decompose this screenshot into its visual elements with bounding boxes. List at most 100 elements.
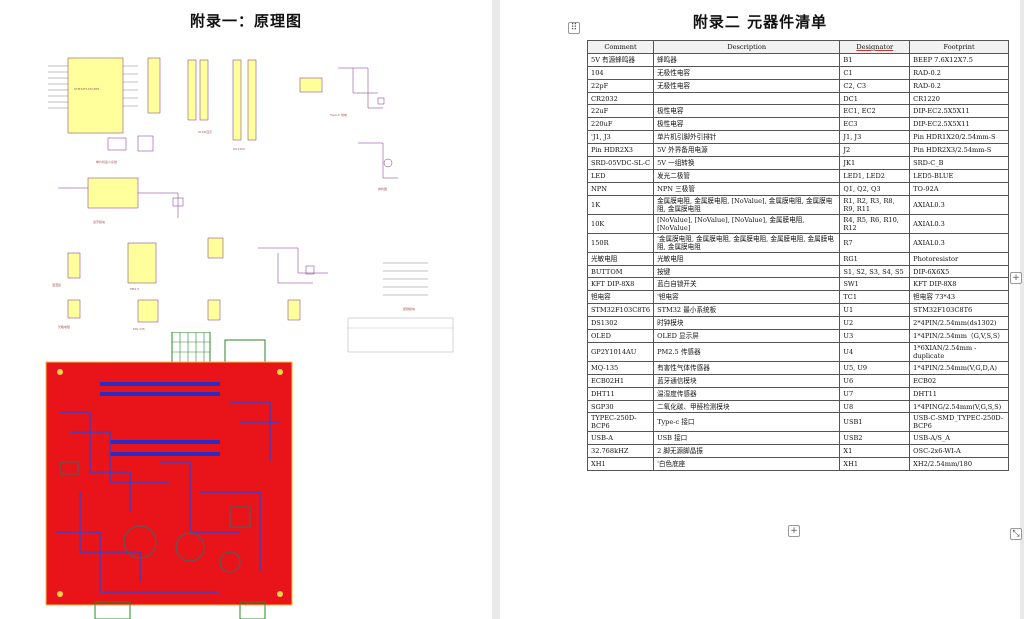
cell-comment[interactable]: DS1302 xyxy=(586,316,655,331)
cell-designator[interactable]: EC1, EC2 xyxy=(839,104,911,119)
cell-comment[interactable]: 5V 有源蜂鸣器 xyxy=(586,52,655,67)
cell-description[interactable]: Type-c 接口 xyxy=(653,412,841,433)
cell-description[interactable] xyxy=(653,91,841,106)
cell-footprint[interactable]: 2*4PIN/2.54mm(ds1302) xyxy=(909,316,1009,331)
cell-designator[interactable]: U5, U9 xyxy=(839,360,911,375)
cell-footprint[interactable]: 1*6XIAN/2.54mm - duplicate xyxy=(909,341,1009,362)
cell-designator[interactable]: U8 xyxy=(839,399,911,414)
cell-description[interactable]: PM2.5 传感器 xyxy=(653,341,841,362)
cell-designator[interactable]: X1 xyxy=(839,444,911,459)
cell-description[interactable]: 蜂鸣器 xyxy=(653,52,841,67)
cell-description[interactable]: 温湿度传感器 xyxy=(653,386,841,401)
cell-footprint[interactable]: BEEP 7.6X12X7.5 xyxy=(909,52,1009,67)
cell-designator[interactable]: XH1 xyxy=(839,457,911,472)
cell-description[interactable]: 蓝牙通信模块 xyxy=(653,373,841,388)
cell-footprint[interactable]: Pin HDR1X20/2.54mm-S xyxy=(909,130,1009,145)
cell-designator[interactable]: Q1, Q2, Q3 xyxy=(839,181,911,196)
cell-comment[interactable]: 10K xyxy=(586,213,655,234)
cell-footprint[interactable]: 1*4PIN/2.54mm(V,G,D,A) xyxy=(909,360,1009,375)
cell-comment[interactable]: 150R xyxy=(586,232,655,253)
cell-designator[interactable]: R4, R5, R6, R10, R12 xyxy=(839,213,911,234)
cell-designator[interactable]: U6 xyxy=(839,373,911,388)
cell-description[interactable]: 无极性电容 xyxy=(653,65,841,80)
cell-comment[interactable]: 220uF xyxy=(586,117,655,132)
cell-description[interactable]: 有害性气体传感器 xyxy=(653,360,841,375)
cell-footprint[interactable]: SRD-C_B xyxy=(909,156,1009,170)
cell-comment[interactable]: TYPEC-250D-BCP6 xyxy=(586,412,655,433)
cell-description[interactable]: STM32 最小系统板 xyxy=(653,303,841,318)
cell-comment[interactable]: 22uF xyxy=(586,104,655,119)
cell-designator[interactable]: R1, R2, R3, R8, R9, R11 xyxy=(839,194,911,215)
cell-footprint[interactable]: KFT DIP-8X8 xyxy=(909,277,1009,292)
cell-description[interactable]: 金属膜电阻, 金属膜电阻, [NoValue], 金属膜电阻, 金属膜电阻, 金… xyxy=(653,194,841,215)
cell-footprint[interactable]: 钽电容 73*43 xyxy=(909,290,1009,305)
cell-comment[interactable]: DHT11 xyxy=(586,386,655,401)
cell-comment[interactable]: USB-A xyxy=(586,431,655,446)
cell-footprint[interactable]: AXIAL0.3 xyxy=(909,194,1009,215)
cell-designator[interactable]: U1 xyxy=(839,303,911,318)
cell-comment[interactable]: 钽电容 xyxy=(586,290,655,305)
cell-designator[interactable]: U7 xyxy=(839,386,911,401)
cell-comment[interactable]: 光敏电阻 xyxy=(586,251,655,266)
cell-footprint[interactable]: DIP-6X6X5 xyxy=(909,264,1009,279)
cell-designator[interactable]: C1 xyxy=(839,65,911,80)
cell-footprint[interactable]: 1*4PING/2.54mm(V,G,S,S) xyxy=(909,399,1009,414)
cell-description[interactable]: 光敏电阻 xyxy=(653,251,841,266)
cell-comment[interactable]: STM32F103C8T6 xyxy=(586,303,655,318)
cell-footprint[interactable]: CR1220 xyxy=(909,91,1009,106)
cell-comment[interactable]: SRD-05VDC-SL-C xyxy=(586,156,655,170)
cell-footprint[interactable]: LED5-BLUE xyxy=(909,168,1009,183)
cell-footprint[interactable]: DIP-EC2.5X5X11 xyxy=(909,117,1009,132)
cell-designator[interactable]: USB1 xyxy=(839,412,911,433)
cell-description[interactable]: 极性电容 xyxy=(653,117,841,132)
cell-footprint[interactable]: Photoresistor xyxy=(909,251,1009,266)
cell-designator[interactable]: U3 xyxy=(839,329,911,343)
cell-footprint[interactable]: XH2/2.54mm/180 xyxy=(909,457,1009,472)
cell-description[interactable]: 极性电容 xyxy=(653,104,841,119)
cell-description[interactable]: [NoValue], [NoValue], [NoValue], 金属膜电阻, … xyxy=(653,213,841,234)
cell-description[interactable]: NPN 三极管 xyxy=(653,181,841,196)
cell-footprint[interactable]: ECB02 xyxy=(909,373,1009,388)
cell-comment[interactable]: CR2032 xyxy=(586,91,655,106)
cell-description[interactable]: 蓝白自锁开关 xyxy=(653,277,841,292)
cell-comment[interactable]: 104 xyxy=(586,65,655,80)
cell-designator[interactable]: RG1 xyxy=(839,251,911,266)
cell-description[interactable]: 单片机引脚外引排针 xyxy=(653,130,841,145)
cell-comment[interactable]: SGP30 xyxy=(586,399,655,414)
cell-comment[interactable]: LED xyxy=(586,168,655,183)
cell-description[interactable]: '钽电容 xyxy=(653,290,841,305)
cell-description[interactable]: '金属膜电阻, 金属膜电阻, 金属膜电阻, 金属膜电阻, 金属膜电阻, 金属膜电… xyxy=(653,232,841,253)
cell-comment[interactable]: MQ-135 xyxy=(586,360,655,375)
cell-footprint[interactable]: AXIAL0.3 xyxy=(909,232,1009,253)
cell-description[interactable]: 时钟模块 xyxy=(653,316,841,331)
cell-footprint[interactable]: DIP-EC2.5X5X11 xyxy=(909,104,1009,119)
cell-designator[interactable]: EC3 xyxy=(839,117,911,132)
cell-footprint[interactable]: TO-92A xyxy=(909,181,1009,196)
cell-comment[interactable]: XH1 xyxy=(586,457,655,472)
cell-designator[interactable]: J2 xyxy=(839,143,911,158)
cell-footprint[interactable]: RAD-0.2 xyxy=(909,65,1009,80)
add-column-button[interactable]: + xyxy=(1010,272,1022,284)
cell-description[interactable]: '白色底座 xyxy=(653,457,841,472)
resize-handle-icon[interactable]: ⤡ xyxy=(1010,528,1022,540)
cell-footprint[interactable]: AXIAL0.3 xyxy=(909,213,1009,234)
cell-comment[interactable]: NPN xyxy=(586,181,655,196)
cell-footprint[interactable]: USB-A/S_A xyxy=(909,431,1009,446)
cell-designator[interactable]: TC1 xyxy=(839,290,911,305)
cell-footprint[interactable]: RAD-0.2 xyxy=(909,78,1009,93)
cell-comment[interactable]: 1K xyxy=(586,194,655,215)
cell-designator[interactable]: S1, S2, S3, S4, S5 xyxy=(839,264,911,279)
cell-description[interactable]: 二氧化碳、甲醛检测模块 xyxy=(653,399,841,414)
cell-designator[interactable]: R7 xyxy=(839,232,911,253)
cell-designator[interactable]: DC1 xyxy=(839,91,911,106)
cell-comment[interactable]: BUTTOM xyxy=(586,264,655,279)
cell-description[interactable]: 2 脚无源脚晶振 xyxy=(653,444,841,459)
cell-footprint[interactable]: 1*4PIN/2.54mm（G,V,S,S） xyxy=(909,329,1009,343)
cell-designator[interactable]: J1, J3 xyxy=(839,130,911,145)
cell-designator[interactable]: C2, C3 xyxy=(839,78,911,93)
add-row-button[interactable]: + xyxy=(788,525,800,537)
cell-designator[interactable]: U2 xyxy=(839,316,911,331)
cell-comment[interactable]: KFT DIP-8X8 xyxy=(586,277,655,292)
cell-comment[interactable]: Pin HDR2X3 xyxy=(586,143,655,158)
cell-comment[interactable]: 'J1, J3 xyxy=(586,130,655,145)
